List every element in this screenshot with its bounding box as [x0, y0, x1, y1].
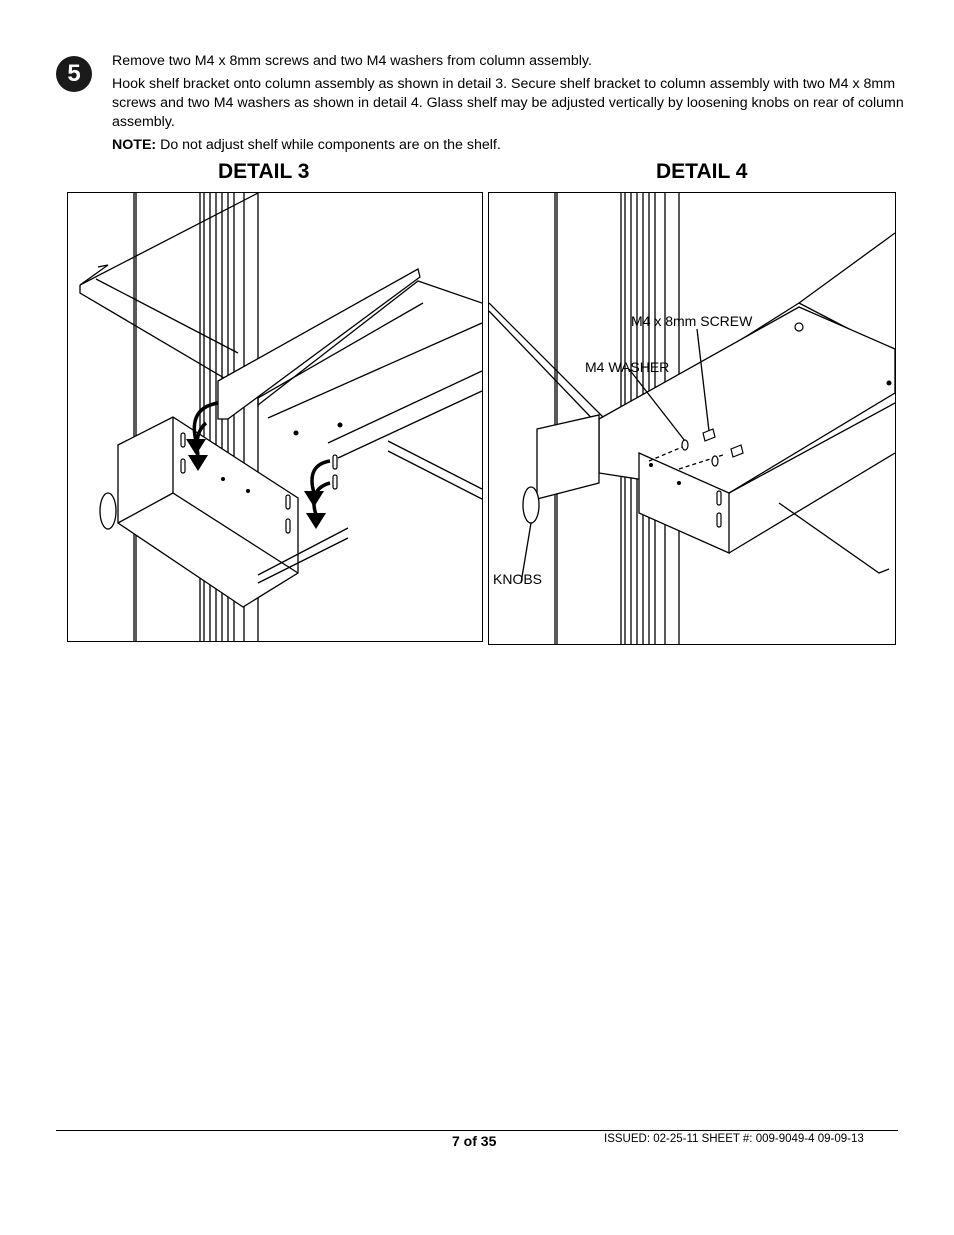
issue-info: ISSUED: 02-25-11 SHEET #: 009-9049-4 09-… [604, 1133, 864, 1145]
callout-screw: M4 x 8mm SCREW [631, 313, 753, 329]
callout-knobs: KNOBS [493, 571, 543, 587]
instruction-line-1: Remove two M4 x 8mm screws and two M4 wa… [112, 53, 592, 69]
note-label: NOTE: [112, 137, 157, 153]
note-text: Do not adjust shelf while components are… [156, 137, 501, 153]
footer-divider [56, 1130, 898, 1131]
instruction-line-2: Hook shelf bracket onto column assembly … [112, 76, 904, 130]
note: NOTE: Do not adjust shelf while componen… [112, 136, 912, 155]
detail-4-illustration: M4 x 8mm SCREW M4 WASHER KNOBS [488, 192, 896, 645]
detail-4-title: DETAIL 4 [656, 160, 748, 183]
step-number-badge: 5 [56, 56, 92, 92]
detail-3-title: DETAIL 3 [218, 160, 310, 183]
callout-washer: M4 WASHER [585, 359, 670, 375]
instructions-block: Remove two M4 x 8mm screws and two M4 wa… [112, 52, 912, 159]
detail-4-drawing [489, 193, 895, 644]
page-number: 7 of 35 [452, 1133, 497, 1149]
detail-3-drawing [79, 193, 482, 641]
detail-3-illustration [67, 192, 483, 642]
step-number: 5 [67, 60, 81, 87]
